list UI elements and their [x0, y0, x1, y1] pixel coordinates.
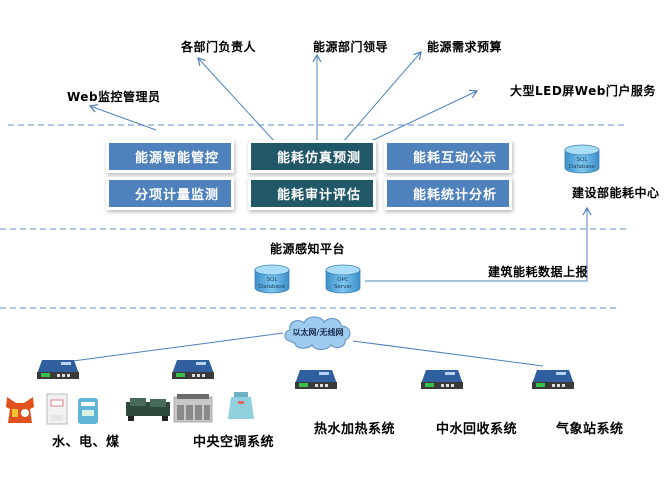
label-reclaimed-water-system: 中水回收系统: [436, 422, 518, 437]
svg-text:Server: Server: [334, 284, 353, 290]
gateway-device-icon: [295, 370, 337, 389]
cooling-tower-icon: [228, 392, 254, 419]
electricity-meter-icon: [46, 393, 68, 425]
label-energy-budget: 能源需求预算: [427, 40, 503, 54]
svg-text:以太网/无线网: 以太网/无线网: [293, 327, 344, 337]
label-ministry-energy-center: 建设部能耗中心: [572, 186, 660, 200]
svg-text:SQL: SQL: [577, 157, 589, 163]
gateway-device-icon: [421, 370, 463, 389]
svg-text:OPC: OPC: [337, 277, 349, 283]
label-web-admin: Web监控管理员: [67, 90, 161, 104]
chiller-unit-icon: [126, 398, 170, 421]
svg-text:Database: Database: [569, 164, 596, 170]
label-energy-dept-leaders: 能源部门领导: [313, 40, 389, 54]
module-sub-metering[interactable]: 分项计量监测: [109, 180, 231, 207]
gas-meter-icon: [78, 398, 98, 424]
arrow-to-dept-heads: [197, 57, 276, 143]
label-led-portal: 大型LED屏Web门户服务: [510, 84, 656, 98]
gateway-device-icon: [532, 370, 574, 389]
gateway-device-icon: [172, 360, 214, 379]
label-hot-water-heating-system: 热水加热系统: [314, 422, 396, 437]
label-central-ac-system: 中央空调系统: [193, 435, 275, 450]
svg-text:Database: Database: [259, 284, 286, 290]
module-energy-smart-control[interactable]: 能源智能管控: [109, 143, 231, 170]
net-line-left: [57, 332, 284, 364]
ministry-sql-database-icon: SQL Database: [564, 144, 600, 174]
arrow-to-led-portal: [368, 89, 479, 143]
module-energy-audit[interactable]: 能耗审计评估: [251, 180, 373, 207]
label-water-electric-coal: 水、电、煤: [52, 435, 120, 450]
label-building-data-upload: 建筑能耗数据上报: [488, 265, 589, 279]
module-energy-simulation-forecast[interactable]: 能耗仿真预测: [251, 143, 373, 170]
upload-path: [365, 206, 592, 282]
arrow-to-web-admin: [88, 104, 157, 131]
svg-text:SQL: SQL: [267, 277, 279, 283]
label-energy-sensing-platform: 能源感知平台: [270, 242, 346, 256]
platform-sql-database-icon: SQL Database: [254, 264, 290, 294]
module-energy-statistics[interactable]: 能耗统计分析: [387, 180, 509, 207]
air-cooled-unit-icon: [173, 394, 213, 423]
opc-server-icon: OPC Server: [325, 264, 361, 294]
water-meter-icon: [6, 397, 34, 423]
network-cloud-icon: 以太网/无线网: [284, 316, 351, 350]
net-line-right: [352, 340, 544, 367]
module-energy-interactive-publicity[interactable]: 能耗互动公示: [387, 143, 509, 170]
label-weather-station-system: 气象站系统: [556, 422, 624, 437]
label-dept-heads: 各部门负责人: [181, 40, 257, 54]
arrow-to-energy-budget: [342, 51, 422, 143]
gateway-device-icon: [37, 360, 79, 379]
